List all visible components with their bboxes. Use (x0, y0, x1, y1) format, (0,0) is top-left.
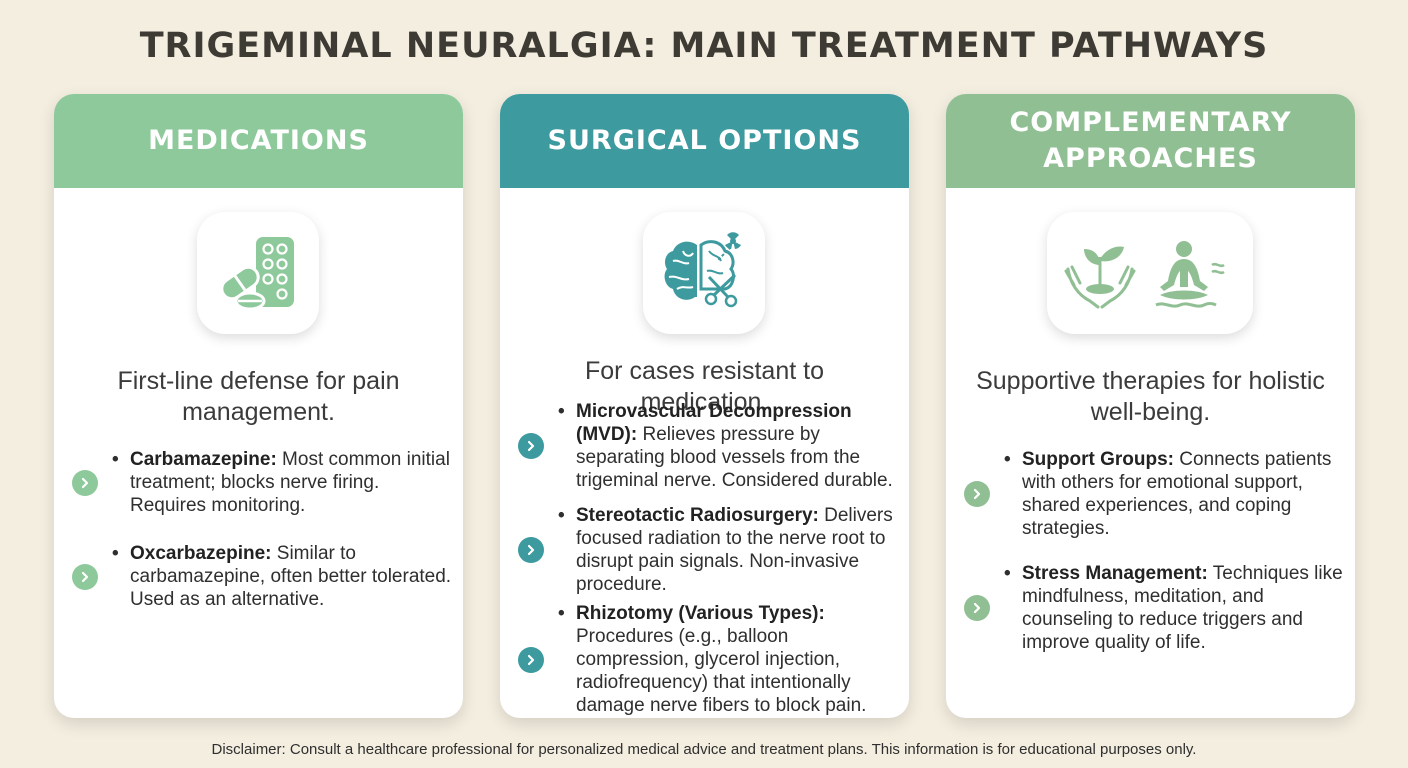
item-text: Relieves pressure by separating blood ve… (576, 424, 893, 491)
card-header-medications: MEDICATIONS (54, 94, 463, 188)
item-title: Stereotactic Radiosurgery: (576, 505, 819, 526)
item-title: Stress Management: (1022, 563, 1208, 584)
pill-pack-icon (197, 212, 319, 334)
chevron-right-icon (518, 646, 544, 673)
chevron-right-icon (518, 433, 544, 459)
card-tagline: For cases resistant to medication. (585, 357, 824, 416)
card-surgical-options: SURGICAL OPTIONS For cases resistant to … (500, 94, 909, 718)
chevron-right-icon (964, 481, 990, 507)
card-tagline: First-line defense for pain management. (117, 367, 400, 426)
card-complementary-approaches: COMPLEMENTARY APPROACHES Supportive ther… (946, 94, 1355, 718)
card-header-surgical: SURGICAL OPTIONS (500, 94, 909, 188)
chevron-right-icon (72, 469, 98, 496)
page-title: TRIGEMINAL NEURALGIA: MAIN TREATMENT PAT… (139, 26, 1269, 66)
list-item: •Stress Management: Techniques like mind… (964, 562, 1344, 654)
plant-hands-meditation-icon (1047, 212, 1253, 334)
item-title: Rhizotomy (Various Types): (576, 603, 825, 624)
item-text: Similar to carbamazepine, often better t… (130, 543, 452, 610)
list-item: •Support Groups: Connects patients with … (964, 448, 1344, 540)
item-title: Support Groups: (1022, 449, 1174, 470)
item-title: Carbamazepine: (130, 449, 277, 470)
item-title: Oxcarbazepine: (130, 543, 272, 564)
item-text: Procedures (e.g., balloon compression, g… (576, 626, 867, 716)
list-item: •Stereotactic Radiosurgery: Delivers foc… (518, 504, 898, 596)
chevron-right-icon (72, 563, 98, 590)
list-item: •Oxcarbazepine: Similar to carbamazepine… (72, 542, 452, 611)
chevron-right-icon (964, 595, 990, 621)
list-item: •Rhizotomy (Various Types): Procedures (… (518, 602, 898, 717)
card-medications: MEDICATIONS First-line defense for pain … (54, 94, 463, 718)
item-title: Microvascular Decompression (MVD): (576, 401, 852, 445)
card-header-complementary: COMPLEMENTARY APPROACHES (946, 94, 1355, 188)
chevron-right-icon (518, 537, 544, 563)
item-text: Delivers focused radiation to the nerve … (576, 505, 893, 595)
list-item: •Carbamazepine: Most common initial trea… (72, 448, 452, 517)
item-text: Connects patients with others for emotio… (1022, 449, 1332, 539)
list-item: •Microvascular Decompression (MVD): Reli… (518, 400, 898, 492)
card-tagline: Supportive therapies for holistic well-b… (976, 367, 1325, 426)
disclaimer: Disclaimer: Consult a healthcare profess… (211, 741, 1197, 758)
brain-surgery-icon (643, 212, 765, 334)
item-text: Techniques like mindfulness, meditation,… (1022, 563, 1343, 653)
item-text: Most common initial treatment; blocks ne… (130, 449, 450, 516)
